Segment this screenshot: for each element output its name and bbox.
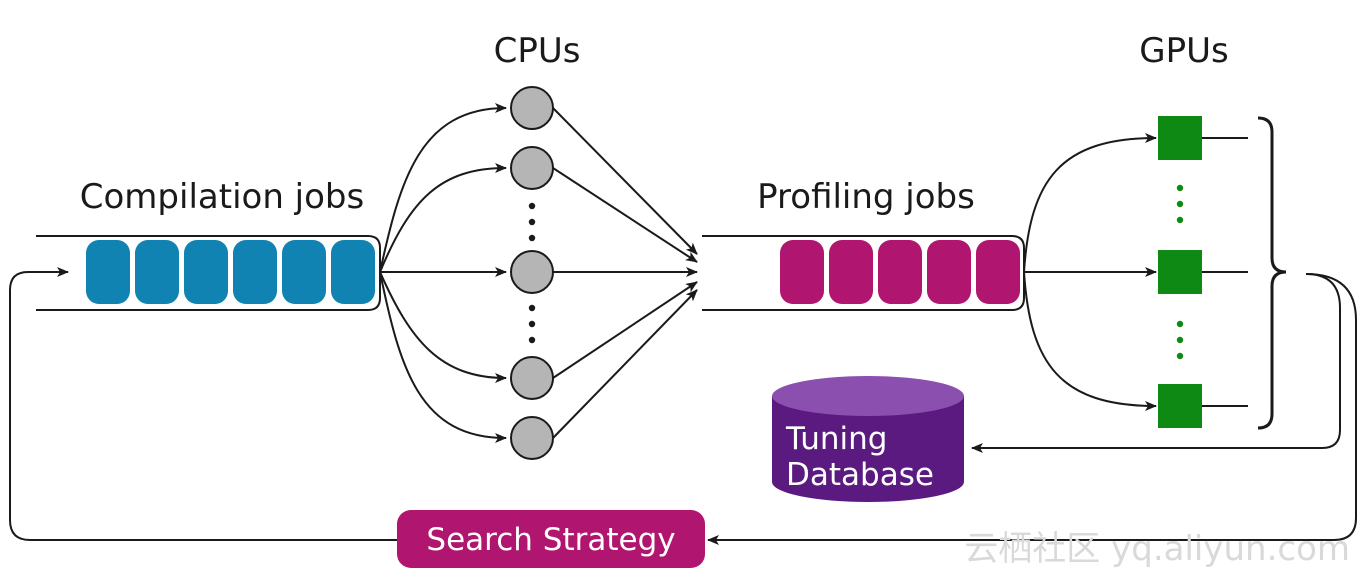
database-icon	[772, 376, 964, 416]
search-strategy: Search Strategy	[397, 510, 705, 568]
compilation-jobs-label: Compilation jobs	[80, 177, 364, 217]
cpu-node	[510, 416, 554, 460]
job-box	[331, 240, 375, 304]
job-box	[927, 240, 971, 304]
gpu-output-lines	[1202, 137, 1248, 407]
job-box	[829, 240, 873, 304]
gpu-node	[1158, 384, 1202, 428]
tuning-database: Tuning Database	[772, 376, 964, 502]
search-strategy-label: Search Strategy	[426, 522, 675, 558]
gpu-nodes	[1158, 116, 1202, 428]
compilation-job-list	[86, 240, 375, 304]
job-box	[233, 240, 277, 304]
job-box	[184, 240, 228, 304]
gpu-results-brace	[1257, 116, 1287, 430]
job-box	[86, 240, 130, 304]
gpu-ellipsis	[1176, 184, 1184, 360]
gpus-label: GPUs	[1139, 31, 1228, 71]
cpus-label: CPUs	[494, 31, 581, 71]
job-box	[780, 240, 824, 304]
cpu-node	[510, 356, 554, 400]
cpu-node	[510, 146, 554, 190]
cpu-node	[510, 250, 554, 294]
feedback-loop-arrow	[9, 267, 397, 541]
job-box	[976, 240, 1020, 304]
cpu-node	[510, 86, 554, 130]
gpu-node	[1158, 250, 1202, 294]
tuning-database-label-line1: Tuning	[785, 421, 887, 457]
profiling-jobs-label: Profiling jobs	[757, 177, 975, 217]
job-box	[135, 240, 179, 304]
tuning-database-label-line2: Database	[786, 457, 934, 493]
job-box	[282, 240, 326, 304]
cpu-nodes	[510, 86, 554, 460]
results-return-edges	[707, 273, 1357, 545]
cpu-ellipsis	[528, 202, 536, 344]
profiling-job-list	[780, 240, 1020, 304]
cpu-to-profiling-edges	[552, 107, 698, 439]
watermark: 云栖社区 yq.aliyun.com	[964, 529, 1350, 569]
job-box	[878, 240, 922, 304]
profiling-to-gpu-edges	[1023, 133, 1157, 411]
compilation-to-cpu-edges	[379, 103, 507, 443]
gpu-node	[1158, 116, 1202, 160]
